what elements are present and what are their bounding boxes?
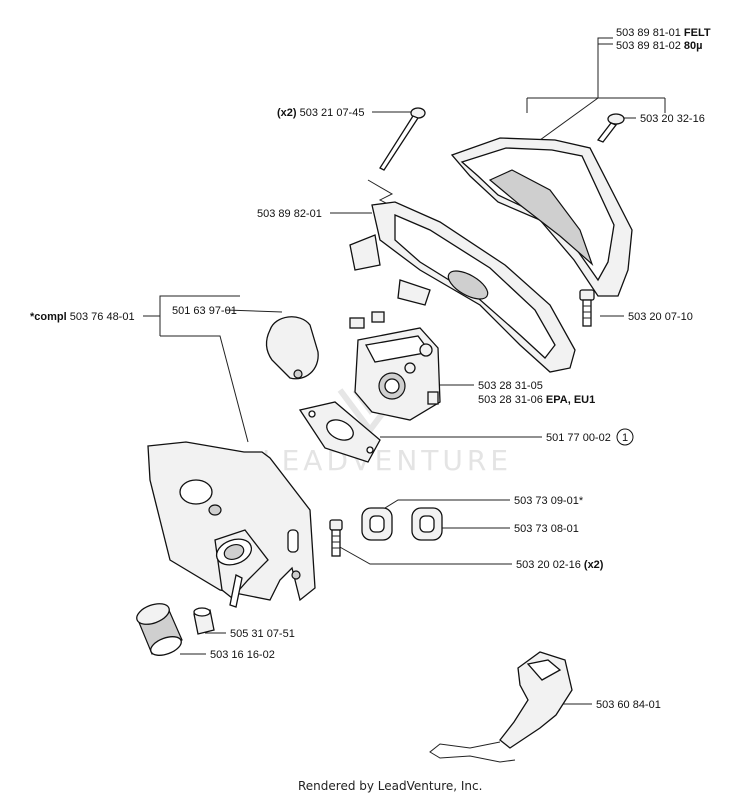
label-air-filter: 501 63 97-01: [172, 305, 237, 317]
label-bolt-right: 503 20 07-10: [628, 311, 693, 323]
bolt-right: [579, 289, 595, 327]
grommet-1: [361, 507, 393, 541]
label-throttle-rod: 503 60 84-01: [596, 699, 661, 711]
label-compl: *compl 503 76 48-01: [30, 311, 135, 323]
leader-lines: [143, 37, 666, 705]
watermark-text: LEADVENTURE: [262, 444, 512, 477]
bolt-small: [329, 519, 343, 557]
label-adapter-plate: 503 89 82-01: [257, 208, 322, 220]
intake-tube: [214, 529, 269, 608]
label-grommet-2: 503 73 08-01: [514, 523, 579, 535]
carburetor-housing: [147, 441, 316, 602]
bushing: [193, 607, 215, 635]
long-screw: [367, 107, 426, 211]
sleeve: [136, 603, 183, 656]
label-grommet-1: 503 73 09-01*: [514, 495, 584, 507]
air-filter: [265, 316, 319, 380]
label-80-micron: 503 89 81-02 80µ: [616, 40, 702, 52]
callout-circle: 1: [616, 428, 634, 446]
footer-credit: Rendered by LeadVenture, Inc.: [298, 779, 482, 793]
carburetor: [349, 311, 441, 421]
label-felt: 503 89 81-01 FELT: [616, 27, 711, 39]
label-sleeve: 503 16 16-02: [210, 649, 275, 661]
adapter-plate: [349, 201, 576, 373]
throttle-rod: [429, 651, 573, 763]
callout-number: 1: [622, 432, 628, 444]
screw-cover-right: [596, 113, 625, 143]
gasket: [298, 401, 381, 463]
air-filter-cover: [450, 137, 633, 297]
label-screw-cover: 503 20 32-16: [640, 113, 705, 125]
label-carburetor-2: 503 28 31-06 EPA, EU1: [478, 394, 595, 406]
label-gasket: 501 77 00-02: [546, 432, 611, 444]
grommet-2: [411, 507, 443, 541]
label-bushing: 505 31 07-51: [230, 628, 295, 640]
part-labels: 503 89 81-01 FELT 503 89 81-02 80µ (x2) …: [30, 27, 711, 711]
label-long-screw: (x2) 503 21 07-45: [277, 107, 364, 119]
label-carburetor-1: 503 28 31-05: [478, 380, 543, 392]
label-bolt-small: 503 20 02-16 (x2): [516, 559, 604, 571]
